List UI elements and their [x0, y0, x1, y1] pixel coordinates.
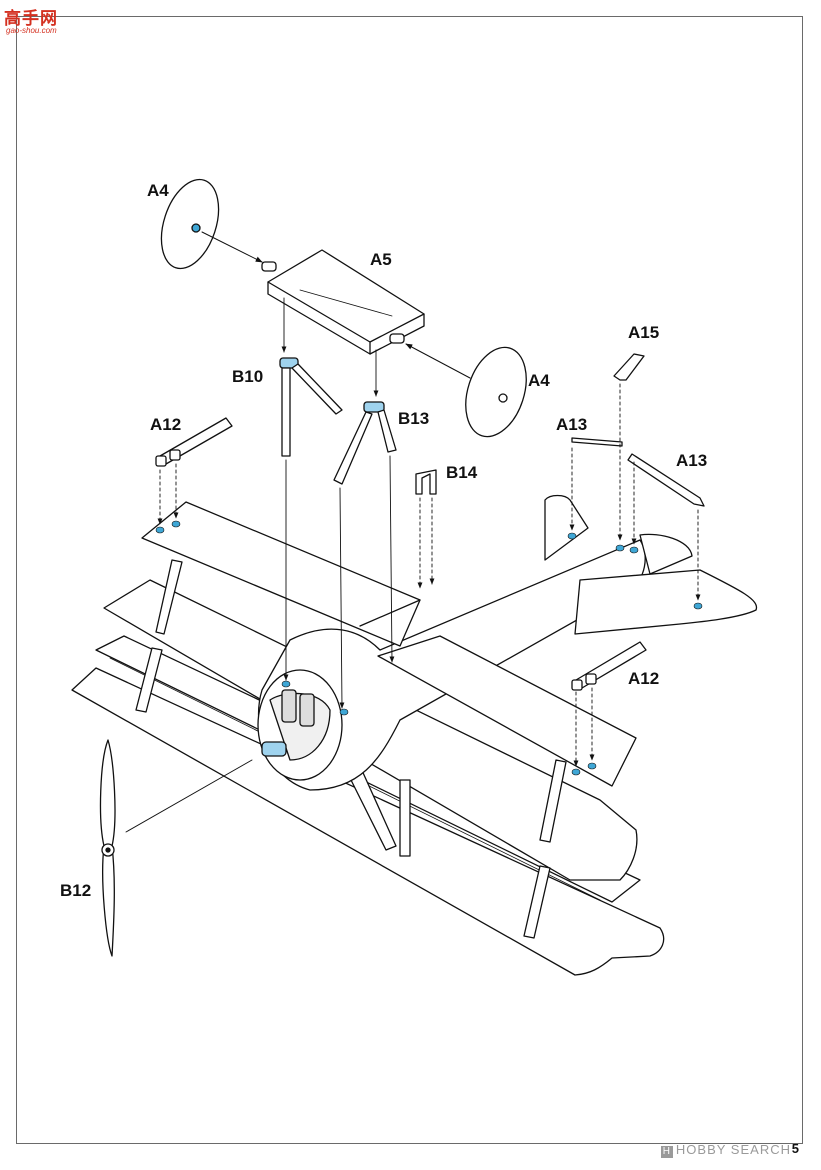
- label-a4-right: A4: [528, 371, 550, 390]
- wheel-left-a4: [160, 178, 263, 270]
- strut-b13: [333, 401, 397, 485]
- label-a12-left: A12: [150, 415, 181, 434]
- label-b12: B12: [60, 881, 91, 900]
- watermark-h-icon: H: [660, 1146, 673, 1158]
- part-a13-left: [571, 437, 623, 447]
- label-b10: B10: [232, 367, 263, 386]
- guide-lines: [157, 297, 701, 767]
- logo-url: gao-shou.com: [6, 26, 57, 35]
- label-a13-right: A13: [676, 451, 707, 470]
- label-a5: A5: [370, 250, 392, 269]
- logo-text: 高手网: [4, 9, 58, 29]
- label-b13: B13: [398, 409, 429, 428]
- part-a12-right: [571, 641, 647, 691]
- part-b14: [415, 469, 437, 495]
- label-a13-left: A13: [556, 415, 587, 434]
- part-a12-left: [155, 417, 233, 467]
- attachment-points: [155, 520, 703, 776]
- part-a15: [613, 353, 645, 381]
- tail-assembly: [544, 494, 758, 635]
- interplane-struts: [135, 559, 567, 939]
- top-wing: [141, 501, 637, 787]
- part-a13-right: [627, 453, 705, 507]
- wheel-right-a4: [405, 343, 527, 438]
- label-b14: B14: [446, 463, 478, 482]
- axle-wing-a5: [261, 249, 425, 355]
- page-number: 5: [791, 1141, 799, 1156]
- label-a12-right: A12: [628, 669, 659, 688]
- watermark-text: HOBBY SEARCH: [675, 1142, 791, 1157]
- site-logo: 高手网 gao-shou.com: [4, 4, 70, 38]
- page-frame: [16, 16, 803, 1144]
- strut-b10: [279, 357, 343, 457]
- label-a15: A15: [628, 323, 659, 342]
- propeller: [99, 739, 253, 957]
- label-a4-top: A4: [147, 181, 169, 200]
